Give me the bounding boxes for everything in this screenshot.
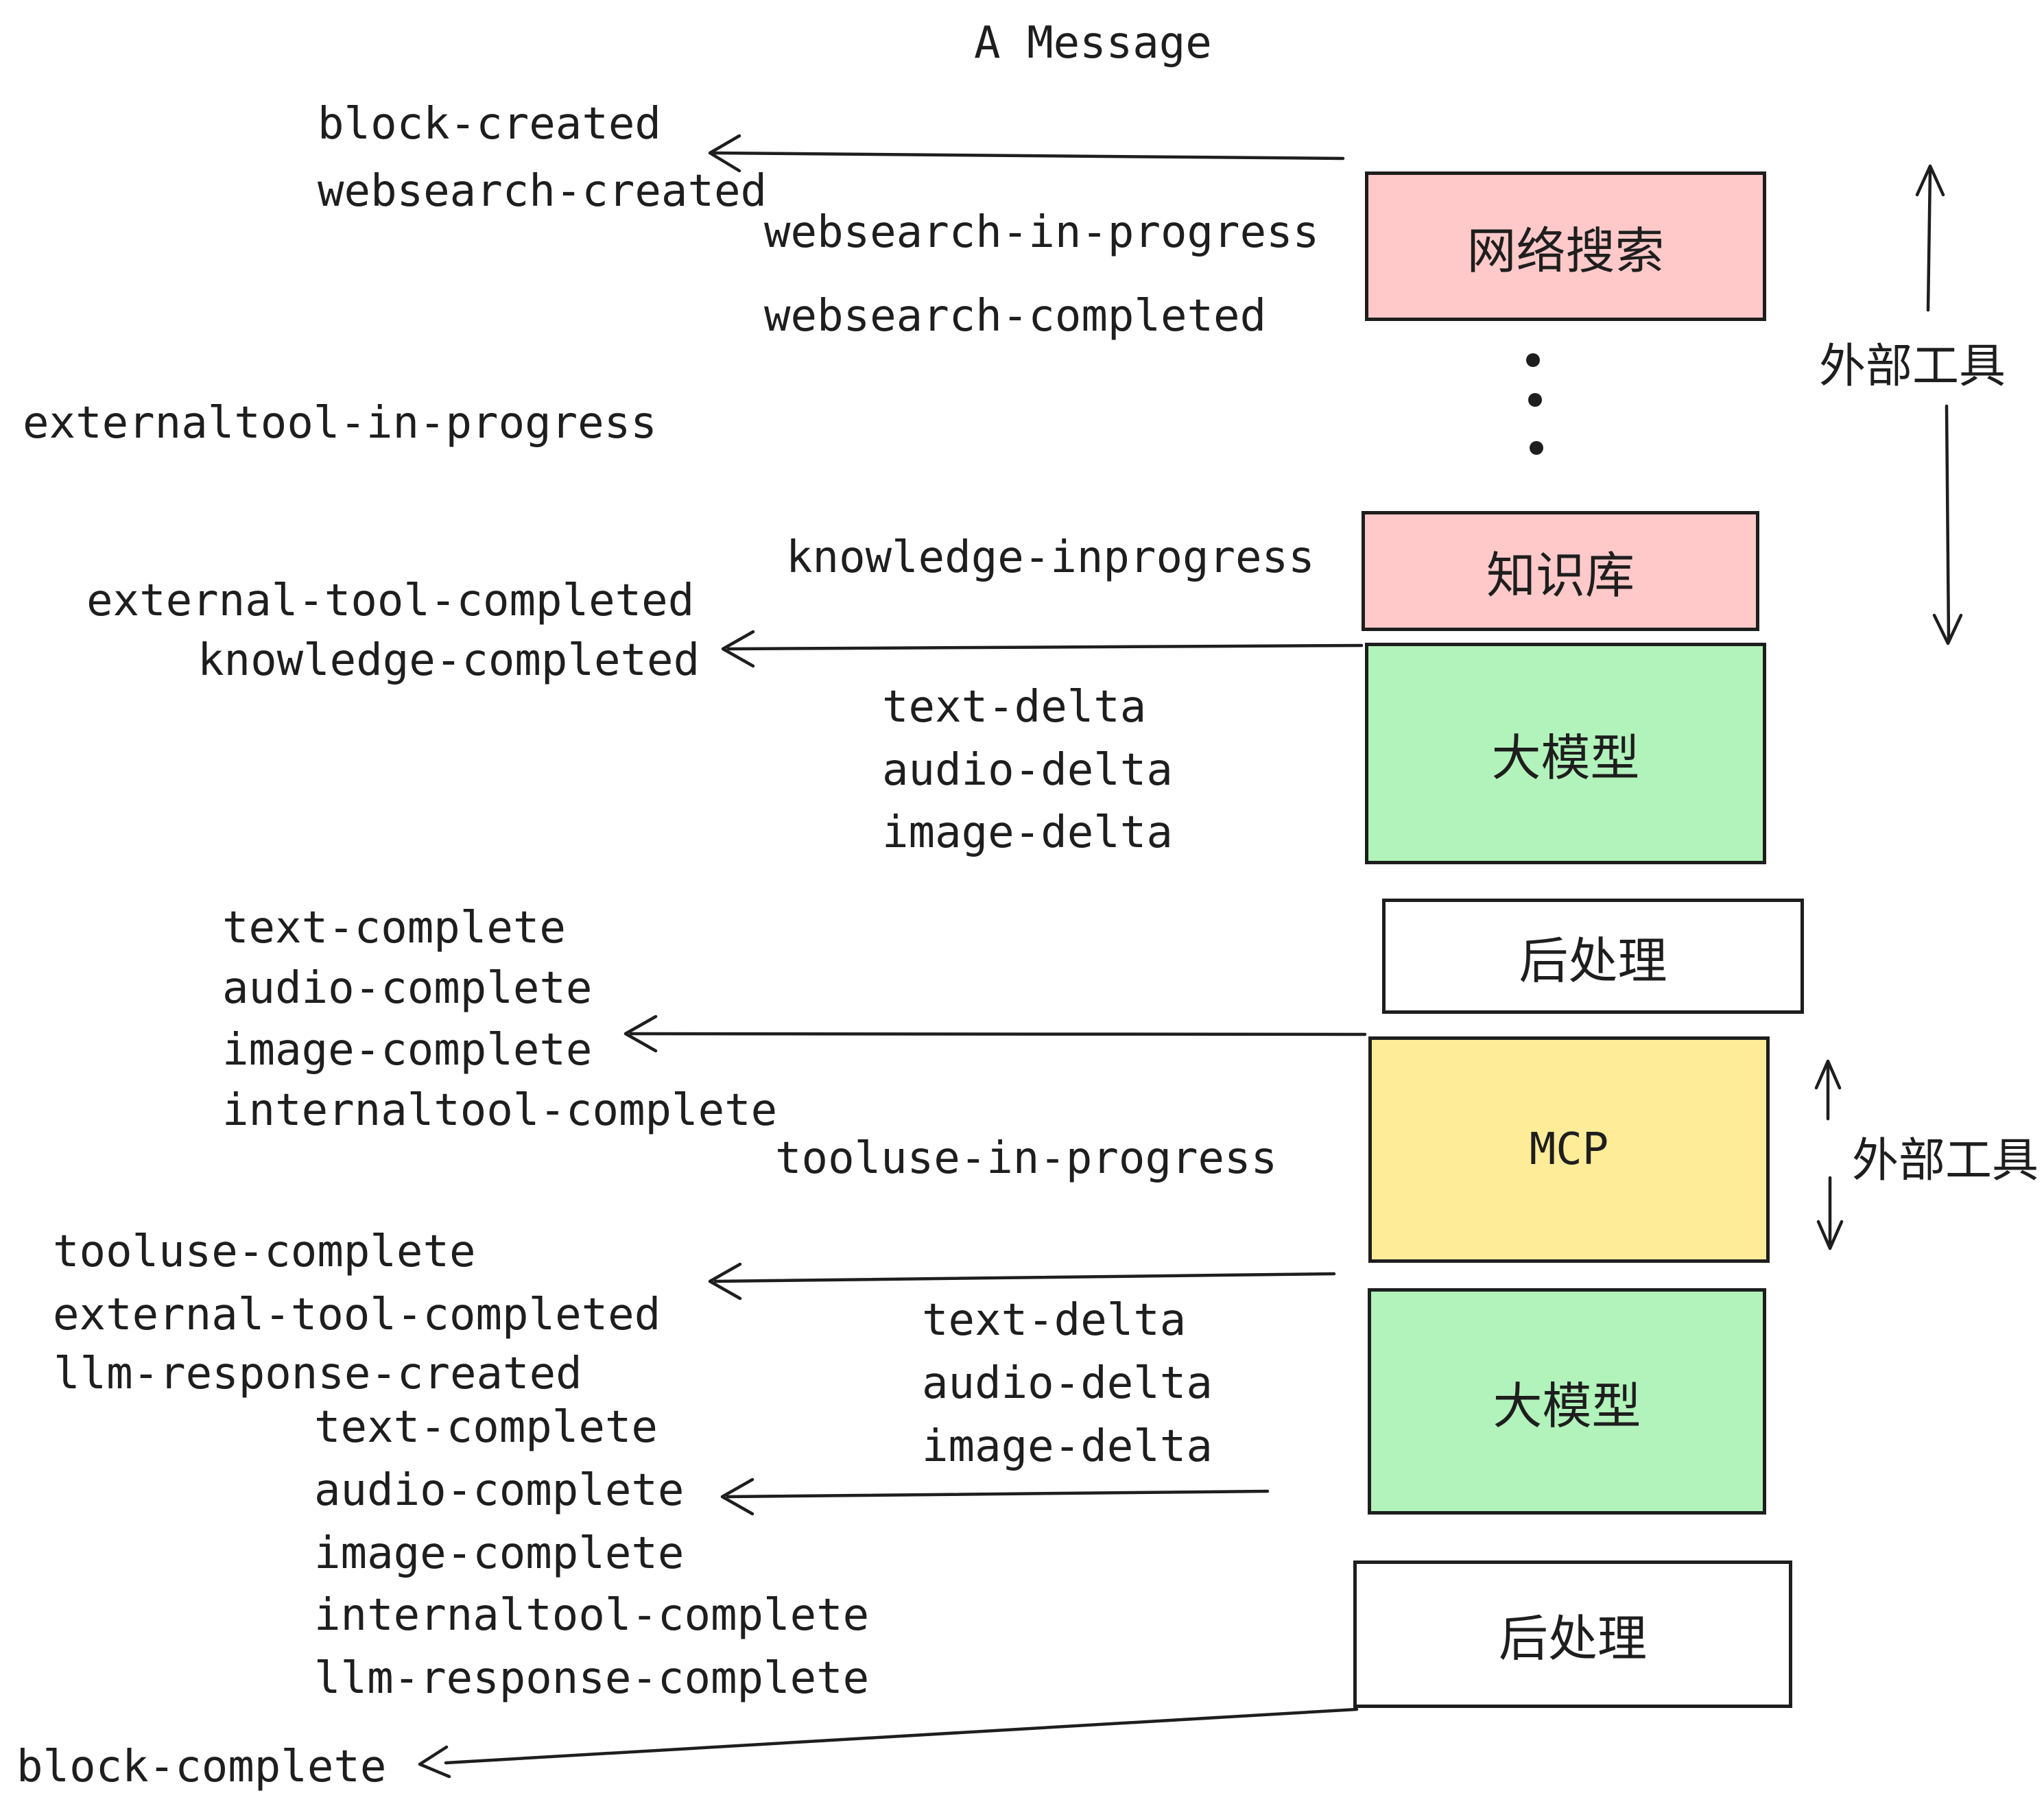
node-postprocess-2: 后处理 [1353, 1560, 1792, 1708]
event-label-block-complete: block-complete [16, 1742, 387, 1792]
event-label-text-complete-2: text-complete [314, 1402, 658, 1453]
event-label-internaltool-complete-2: internaltool-complete [314, 1590, 870, 1641]
event-label-tooluse-complete: tooluse-complete [53, 1226, 476, 1277]
node-llm-2: 大模型 [1368, 1288, 1766, 1515]
event-label-llm-response-created: llm-response-created [54, 1349, 582, 1399]
arrow-external-tools-up [1915, 164, 1945, 312]
arrow-image-complete [623, 1014, 1367, 1053]
event-label-image-complete-1: image-complete [222, 1025, 593, 1076]
event-label-audio-delta-1: audio-delta [882, 745, 1173, 796]
node-websearch-label: 网络搜索 [1466, 224, 1665, 279]
node-llm-1-label: 大模型 [1491, 731, 1640, 786]
annotation-external-tools-1: 外部工具 [1819, 340, 2006, 392]
arrow-mcp-external-up [1814, 1059, 1842, 1121]
event-label-audio-complete-1: audio-complete [222, 963, 593, 1014]
node-postprocess-2-label: 后处理 [1498, 1612, 1647, 1667]
event-label-websearch-in-progress: websearch-in-progress [764, 207, 1320, 258]
event-label-external-tool-completed-2: external-tool-completed [53, 1290, 661, 1340]
node-knowledge-base: 知识库 [1362, 511, 1759, 631]
event-label-audio-complete-2: audio-complete [314, 1465, 685, 1516]
event-label-knowledge-completed: knowledge-completed [198, 635, 700, 686]
node-llm-2-label: 大模型 [1493, 1379, 1641, 1434]
arrow-mcp-external-down [1816, 1176, 1844, 1250]
event-label-internaltool-complete-1: internaltool-complete [222, 1085, 778, 1136]
node-postprocess-1: 后处理 [1382, 899, 1804, 1014]
event-label-externaltool-in-progress: externaltool-in-progress [23, 398, 657, 449]
event-label-audio-delta-2: audio-delta [922, 1358, 1213, 1409]
event-label-text-delta-1: text-delta [882, 682, 1147, 733]
node-postprocess-1-label: 后处理 [1519, 934, 1667, 989]
arrow-knowledge-completed [721, 630, 1364, 668]
event-label-external-tool-completed: external-tool-completed [86, 575, 695, 626]
arrow-audio-complete [720, 1477, 1270, 1516]
event-label-knowledge-inprogress: knowledge-inprogress [786, 532, 1315, 583]
annotation-external-tools-2: 外部工具 [1852, 1135, 2039, 1187]
event-label-llm-response-complete: llm-response-complete [314, 1653, 870, 1704]
node-mcp-label: MCP [1529, 1124, 1609, 1175]
vertical-ellipsis-icon [1526, 353, 1543, 455]
event-label-image-delta-1: image-delta [882, 807, 1173, 858]
node-llm-1: 大模型 [1365, 643, 1766, 864]
diagram-title: A Message [974, 18, 1212, 69]
event-label-websearch-completed: websearch-completed [764, 291, 1267, 342]
event-label-text-complete-1: text-complete [222, 903, 566, 953]
event-label-tooluse-in-progress: tooluse-in-progress [775, 1133, 1278, 1184]
node-websearch: 网络搜索 [1365, 171, 1766, 321]
arrow-external-tools-down [1932, 404, 1963, 645]
node-mcp: MCP [1368, 1036, 1770, 1263]
arrow-tooluse-complete [708, 1262, 1336, 1301]
arrow-block-created [708, 134, 1345, 173]
event-label-block-created: block-created [318, 99, 661, 150]
event-label-image-complete-2: image-complete [314, 1528, 685, 1579]
event-label-image-delta-2: image-delta [922, 1421, 1213, 1472]
event-label-text-delta-2: text-delta [922, 1295, 1187, 1346]
event-label-websearch-created: websearch-created [318, 166, 768, 217]
node-knowledge-base-label: 知识库 [1486, 549, 1635, 604]
arrow-block-complete [418, 1707, 1359, 1779]
